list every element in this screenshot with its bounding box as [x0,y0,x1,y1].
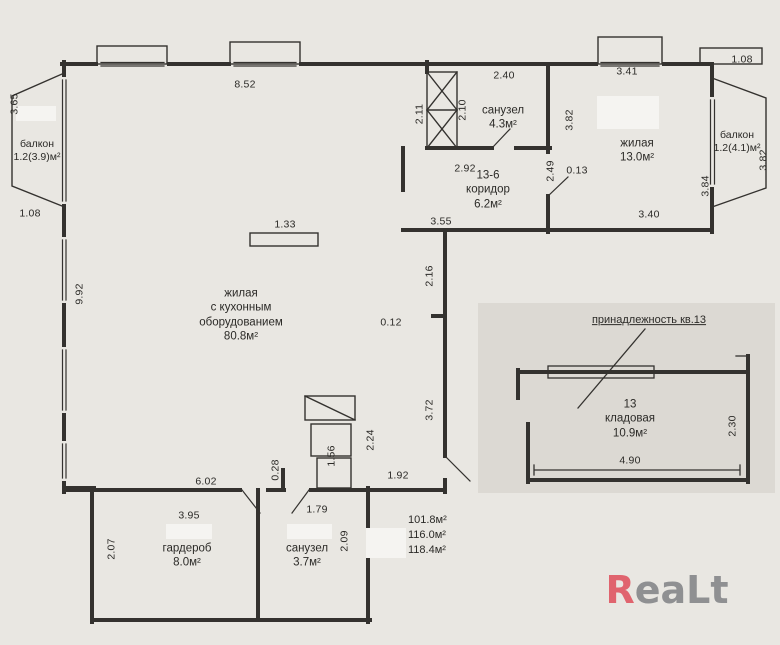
room-name: балкон [719,128,755,141]
dim-balcony-right-depth: 3.82 [757,149,770,171]
dim-bedroom-bottom: 3.40 [638,208,660,221]
total-living-area: 101.8м² [408,514,447,526]
room-area: 80.8м² [223,330,259,343]
dim-island: 1.33 [274,218,296,231]
dim-living-right-upper: 2.16 [423,265,436,287]
room-label-balcony-left: балкон 1.2(3.9)м² [14,138,61,164]
redacted-text [166,524,212,539]
dim-wall-stub: 0.12 [380,316,402,329]
dim-balcony-left-bottom: 1.08 [19,207,41,220]
dim-wardrobe-left: 2.07 [105,538,118,560]
room-name: жилая [620,137,654,150]
room-area: 3.7м² [293,557,321,569]
room-label-storage: 13 кладовая 10.9м² [605,397,655,440]
dim-top-bedroom: 3.41 [616,65,638,78]
room-area: 13.0м² [619,152,655,164]
dim-living-left: 9.92 [73,283,86,305]
room-name: кладовая [605,412,655,425]
room-label-wardrobe: гардероб 8.0м² [163,542,212,571]
dim-bedroom-left: 3.82 [563,109,576,131]
dim-wardrobe-top: 3.95 [178,509,200,522]
dim-wc-bottom-top: 1.79 [306,503,328,516]
dim-corridor-top: 2.92 [454,162,476,175]
room-unit: 13 [623,398,637,411]
room-label-balcony-right: балкон 1.2(4.1)м² [714,129,761,155]
dim-pier-bottom: 0.28 [269,459,282,481]
room-name: коридор [466,183,510,196]
redacted-text [597,96,659,129]
dim-entrance-door: 1.92 [387,469,409,482]
room-area: 10.9м² [612,427,648,440]
room-area: 1.2(4.1)м² [713,142,761,154]
room-name: санузел [285,542,329,555]
room-label-living-small: жилая 13.0м² [620,137,654,166]
dim-top-balcony-right: 1.08 [731,53,753,66]
dim-wc-top-width: 2.10 [456,99,469,121]
room-area: 6.2м² [474,198,502,211]
dim-door-pier: 0.13 [566,164,588,177]
watermark-letter-r: R [605,568,635,612]
redacted-text [366,528,406,558]
total-apartment-area: 116.0м² [408,529,446,541]
redacted-text [16,106,56,121]
dim-shaft-v1: 2.24 [364,429,377,451]
watermark-letter-l: L [686,568,711,612]
realt-watermark: ReaLt [605,568,728,612]
room-area: 1.2(3.9)м² [13,151,61,163]
room-name: балкон [19,137,55,150]
dim-corridor-bottom: 3.55 [430,215,452,228]
room-name: оборудованием [199,316,283,328]
total-overall-area: 118.4м² [408,544,446,556]
dim-storage-depth: 2.30 [726,415,739,437]
dim-storage-width: 4.90 [619,454,641,467]
dim-living-bottom: 6.02 [195,475,217,488]
dim-shaft-left: 2.11 [413,103,426,125]
room-name: гардероб [162,542,212,555]
dim-corridor-door: 2.49 [544,160,557,182]
dim-bedroom-right: 3.84 [699,175,712,197]
room-name: жилая [224,287,258,300]
inset-title: принадлежность кв.13 [591,314,707,327]
dim-balcony-left-depth: 3.65 [8,93,21,115]
room-unit: 13-6 [476,169,500,182]
watermark-letter-t: t [710,568,729,612]
room-label-corridor: 13-6 коридор 6.2м² [466,168,510,211]
dim-top-wc: 2.40 [493,69,515,82]
room-area: 8.0м² [173,557,201,569]
watermark-letters-ea: ea [634,568,687,612]
dim-wc-bottom-right: 2.09 [338,530,351,552]
room-area: 4.3м² [489,119,517,131]
room-label-wc-top: санузел 4.3м² [482,104,524,133]
room-name: с кухонным [210,301,272,314]
dim-living-right-lower: 3.72 [423,399,436,421]
room-label-wc-bottom: санузел 3.7м² [286,542,328,571]
room-label-living-main: жилая с кухонным оборудованием 80.8м² [199,286,283,344]
dim-top-main: 8.52 [234,78,256,91]
dim-shaft-v2: 1.56 [325,445,338,467]
redacted-text [287,524,332,539]
room-name: санузел [481,104,525,117]
